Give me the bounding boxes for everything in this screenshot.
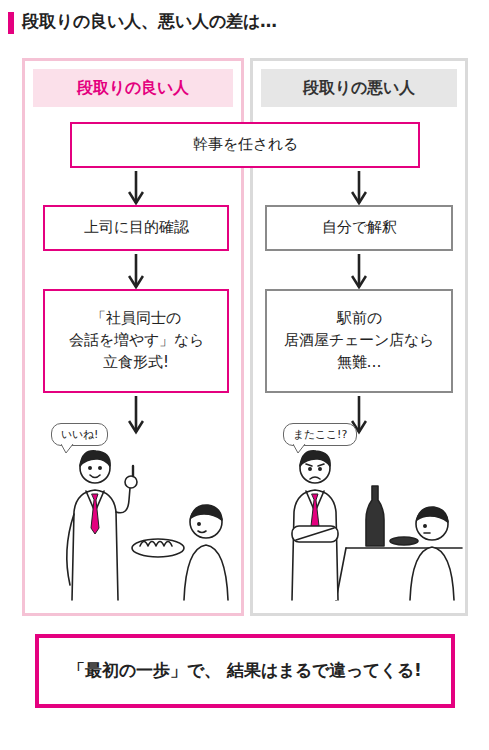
node-text: いいね! [61,427,98,442]
node-text: 「社員同士の 会話を増やす」なら 立食形式! [55,308,217,373]
bottle [366,486,384,546]
diagram-title: 段取りの良い人、悪い人の差は… [22,10,277,33]
process-box: 幹事を任される [70,122,420,168]
bubble-tail [294,444,304,445]
frown [310,477,320,479]
crossed-arms [296,528,334,540]
process-box: 駅前の 居酒屋チェーン店なら 無難… [265,289,453,393]
flow-arrow [358,254,361,287]
bubble-tail [61,444,73,453]
flow-arrow [135,254,138,287]
tie [91,494,99,534]
hair [300,451,330,466]
hair [80,451,110,466]
man-body [292,490,338,600]
node-text: 駅前の 居酒屋チェーン店なら 無難… [277,308,441,373]
node-text: 「最初の一歩」で、 結果はまるで違ってくる! [68,657,422,684]
bubble-tail [293,444,305,453]
colleague-body [410,547,454,600]
hair [191,505,222,520]
bubble-tail [293,444,307,454]
panel-heading: 段取りの悪い人 [261,69,457,107]
smile [198,531,206,533]
bubble-tail [61,444,75,454]
node-text: またここ!? [293,427,347,442]
speech-bubble: またここ!? [283,423,357,446]
bubble-tail [62,444,72,445]
food [140,542,172,547]
process-box: 自分で解釈 [265,205,453,251]
flow-arrow [135,171,138,203]
man-body [72,490,118,600]
scene-arrow [358,396,361,432]
panel-heading: 段取りの良い人 [33,69,233,107]
process-box: 上司に目的確認 [43,205,229,251]
node-text: 幹事を任される [193,134,298,156]
eye [309,468,311,470]
node-text: 上司に目的確認 [84,217,189,239]
flow-arrow [358,171,361,203]
brows [306,464,324,466]
eye [319,468,321,470]
arm-raised [116,488,130,513]
colleague-body [184,545,228,600]
summary-box: 「最初の一歩」で、 結果はまるで違ってくる! [35,634,455,708]
node-text: 自分で解釈 [322,217,397,239]
scene-arrow [135,396,138,432]
bad-scene [292,451,462,600]
fist [125,476,137,488]
eye [198,523,200,525]
eye [424,525,426,527]
thumb [132,466,134,476]
smile [90,475,100,478]
speech-bubble: いいね! [51,423,108,446]
dish [390,537,418,545]
crossed-arms [292,526,338,542]
mouth [424,532,430,534]
table-edge [346,547,462,549]
good-scene [67,451,228,600]
process-box: 「社員同士の 会話を増やす」なら 立食形式! [43,289,229,393]
eye [89,467,91,469]
arm [67,514,74,585]
plate [132,539,184,557]
eye [99,467,101,469]
hair [417,507,448,522]
title-bar [8,12,14,34]
